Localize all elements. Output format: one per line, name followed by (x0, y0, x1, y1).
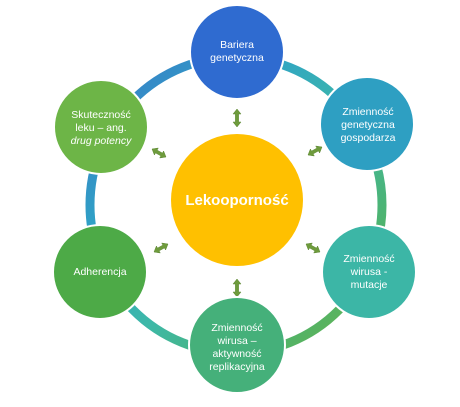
node-text: wirusa – (217, 335, 257, 347)
node-text: Zmienność (343, 252, 395, 265)
node-circle-adherencja (52, 224, 148, 320)
node-label-adherencja: Adherencja (52, 252, 148, 292)
node-circle-skutecznosc (53, 79, 149, 175)
node-text: aktywność (212, 348, 262, 360)
node-label-skutecznosc: Skuteczność leku – ang. drug potency (52, 96, 150, 160)
node-label-bariera: Bariera genetyczna (190, 24, 284, 80)
double-arrow-icon-skutecznosc (151, 147, 167, 159)
node-label-replikacja: Zmienność wirusa – aktywność replikacyjn… (188, 308, 286, 388)
node-circle-replikacja (188, 296, 286, 394)
node-label-gospodarz: Zmienność genetyczna gospodarza (320, 93, 416, 157)
node-circle-mutacje (321, 224, 417, 320)
node-circle-gospodarz (319, 76, 415, 172)
double-arrow-icon-mutacje (305, 242, 321, 254)
center-label-box: Lekooporność (175, 150, 299, 250)
node-text: Adherencja (73, 265, 127, 278)
node-text: replikacyjna (209, 361, 265, 373)
double-arrow-icon-replikacja (232, 278, 242, 298)
node-text: leku – ang. (75, 121, 127, 134)
center-label: Lekooporność (185, 191, 289, 209)
double-arrow-icon-adherencja (153, 242, 169, 254)
double-arrow-icon-gospodarz (307, 145, 323, 157)
node-text: Bariera (220, 39, 254, 51)
node-text: mutacje (350, 278, 388, 291)
node-text: wirusa - (350, 265, 388, 278)
node-circle-bariera (189, 4, 285, 100)
center-circle (171, 134, 303, 266)
node-text: genetyczna (341, 118, 395, 131)
node-label-mutacje: Zmienność wirusa - mutacje (322, 240, 416, 304)
double-arrow-icon-bariera (232, 108, 242, 128)
node-text: drug potency (70, 134, 132, 147)
node-text: gospodarza (340, 131, 396, 144)
node-text: Skuteczność (71, 108, 131, 121)
node-text: Zmienność (342, 105, 394, 118)
node-text: genetyczna (210, 52, 264, 64)
node-text: Zmienność (211, 322, 263, 334)
